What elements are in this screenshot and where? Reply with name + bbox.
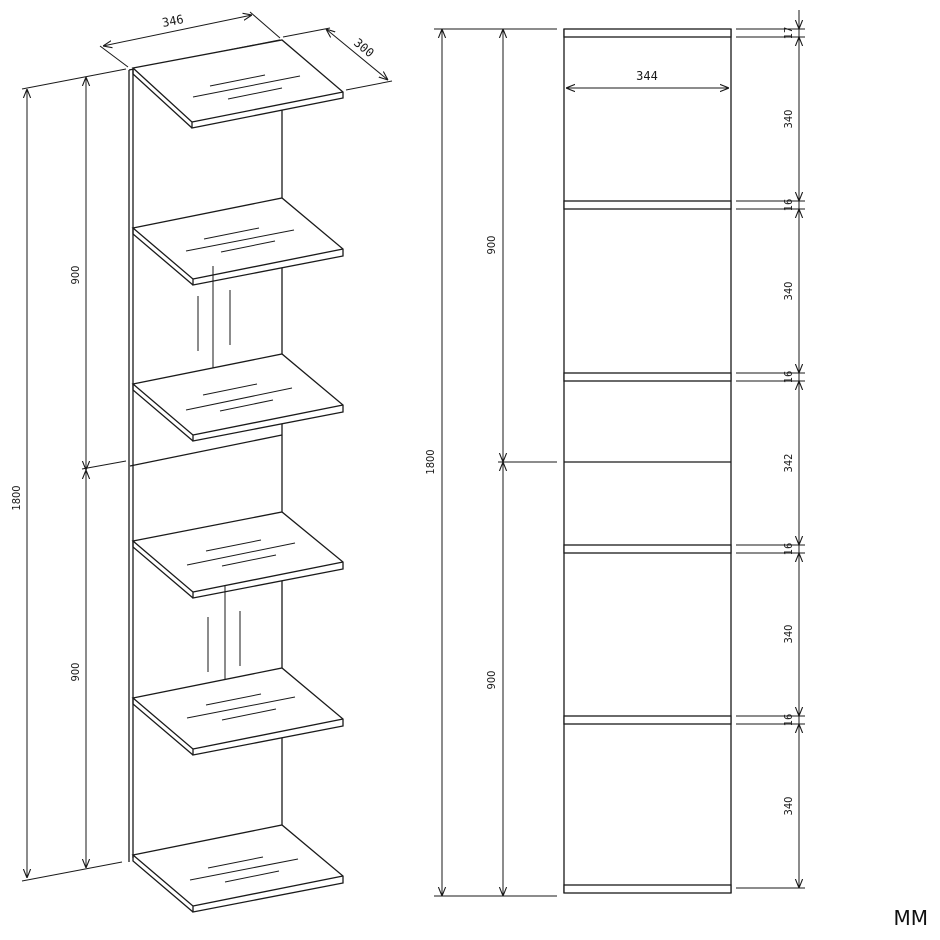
front-upper-height-label: 900	[485, 236, 498, 255]
front-lower-height-label: 900	[485, 671, 498, 690]
segment-label: 17	[782, 27, 795, 40]
bottom-panel	[563, 884, 732, 894]
shelf-5	[131, 667, 344, 756]
shelf-2	[131, 197, 344, 286]
segment-label: 16	[782, 199, 795, 212]
dim-ext-line	[21, 68, 127, 90]
shelf-6-base	[131, 824, 344, 913]
total-height-label: 1800	[10, 485, 23, 510]
front-view: 344 1800 900 900	[424, 10, 805, 897]
shelf-panel	[563, 715, 732, 725]
dim-ext-line	[249, 11, 281, 39]
segment-label: 340	[782, 282, 795, 301]
top-panel	[563, 28, 732, 38]
shelf-panel	[563, 372, 732, 382]
segment-label: 16	[782, 371, 795, 384]
right-chain-dimension	[736, 10, 805, 889]
segment-label: 340	[782, 625, 795, 644]
dim-ext-line	[99, 45, 129, 68]
dim-ext-line	[81, 460, 127, 470]
dim-ext-line	[282, 27, 331, 38]
front-total-height-label: 1800	[424, 449, 437, 474]
segment-label: 340	[782, 110, 795, 129]
segment-label: 16	[782, 543, 795, 556]
segment-label: 342	[782, 454, 795, 473]
shelf-panel	[563, 200, 732, 210]
lower-height-label: 900	[69, 663, 82, 682]
segment-label: 340	[782, 797, 795, 816]
middle-join-line	[129, 434, 283, 467]
isometric-view: 346 300 1800 900 900	[10, 11, 393, 913]
upper-height-label: 900	[69, 266, 82, 285]
shelf-panel	[563, 544, 732, 554]
width-dimension-label: 346	[161, 12, 185, 30]
segment-label: 16	[782, 714, 795, 727]
shelf-4	[131, 511, 344, 599]
width-dimension-line	[103, 15, 252, 46]
unit-label: MM	[893, 906, 928, 930]
dim-ext-line	[345, 80, 393, 91]
inner-width-label: 344	[636, 69, 658, 83]
shelf-3	[131, 353, 344, 442]
dim-ext-line	[21, 861, 123, 882]
depth-dimension-line	[326, 29, 388, 80]
depth-dimension-label: 300	[351, 36, 377, 61]
shelf-1	[131, 39, 344, 129]
